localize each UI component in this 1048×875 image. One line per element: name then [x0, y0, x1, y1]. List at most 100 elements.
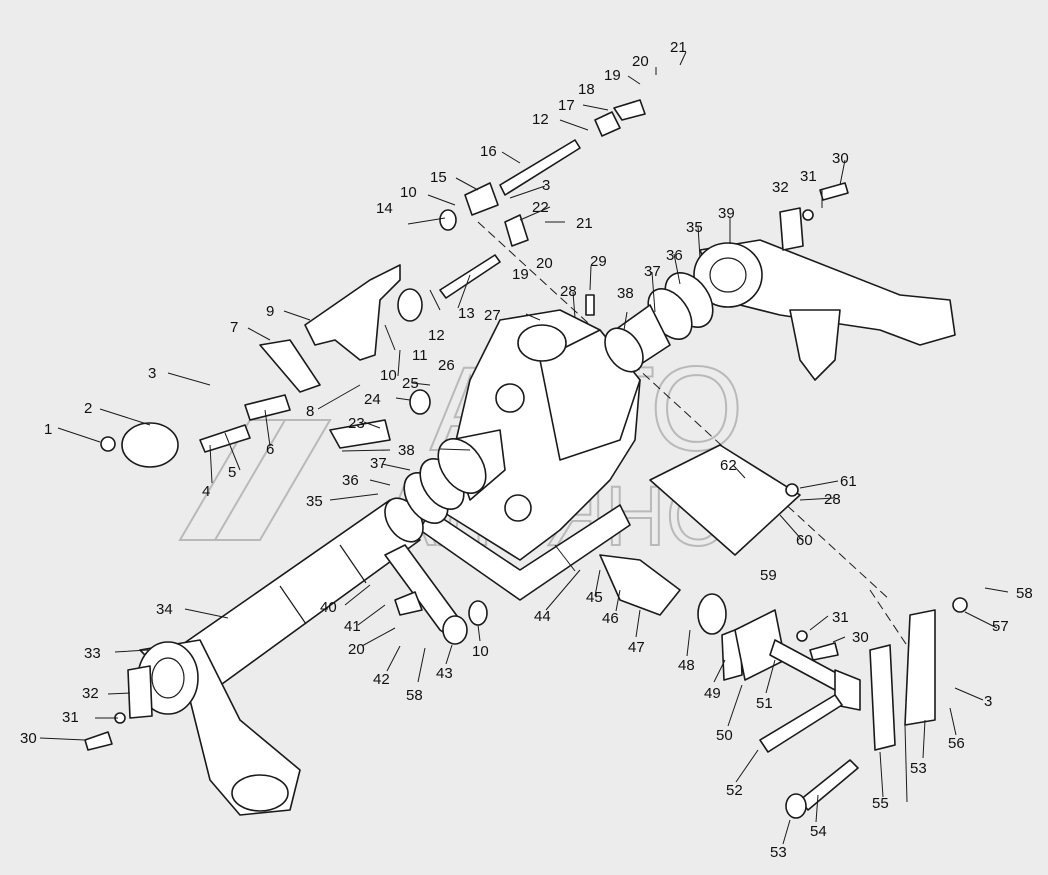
- pin-4: [199, 424, 251, 453]
- ring-38-left: [437, 438, 487, 494]
- label-32-left: 32: [82, 685, 99, 702]
- lever-43-hub: [442, 615, 468, 645]
- label-11: 11: [412, 347, 428, 364]
- ring-14: [439, 209, 457, 231]
- ring-38-right: [604, 327, 644, 373]
- label-23: 23: [348, 415, 365, 432]
- label-56: 56: [948, 735, 965, 752]
- label-21-mid: 21: [576, 215, 593, 232]
- label-44: 44: [534, 608, 551, 625]
- label-22: 22: [532, 199, 549, 216]
- label-20-top: 20: [632, 53, 649, 70]
- right-arm-hub: [693, 242, 763, 308]
- lower-linkage: [384, 544, 488, 645]
- shaft-13: [439, 254, 501, 299]
- label-35-right: 35: [686, 219, 703, 236]
- block: [834, 669, 861, 711]
- label-57: 57: [992, 618, 1009, 635]
- label-30-lower: 30: [852, 629, 869, 646]
- label-7: 7: [230, 319, 238, 336]
- label-42: 42: [373, 671, 390, 688]
- label-21-top: 21: [670, 39, 687, 56]
- label-62: 62: [720, 457, 737, 474]
- label-17: 17: [558, 97, 575, 114]
- label-33: 33: [84, 645, 101, 662]
- bushing-11: [397, 288, 423, 322]
- label-34: 34: [156, 601, 173, 618]
- label-9: 9: [266, 303, 274, 320]
- label-16: 16: [480, 143, 497, 160]
- pin-52: [759, 694, 843, 753]
- plate-32-right: [779, 207, 804, 251]
- right-arm-body: [699, 239, 956, 346]
- label-49: 49: [704, 685, 721, 702]
- housing-15: [464, 182, 499, 216]
- fitting-18: [613, 99, 646, 121]
- pin-54: [799, 759, 859, 811]
- lever-9: [304, 264, 401, 361]
- label-48: 48: [678, 657, 695, 674]
- label-43: 43: [436, 665, 453, 682]
- watermark-logo: [178, 419, 332, 541]
- label-12-mid: 12: [428, 327, 445, 344]
- label-60: 60: [796, 532, 813, 549]
- right-lift-arm: [693, 207, 956, 381]
- label-19-mid: 19: [512, 266, 529, 283]
- plug-28-right: [785, 483, 799, 497]
- label-14: 14: [376, 200, 393, 217]
- housing-port: [495, 383, 525, 413]
- label-41: 41: [344, 618, 361, 635]
- label-27: 27: [484, 307, 501, 324]
- label-20-bottom: 20: [348, 641, 365, 658]
- label-19-top: 19: [604, 67, 621, 84]
- washer-31-right: [802, 209, 814, 221]
- label-18: 18: [578, 81, 595, 98]
- nut-57: [952, 597, 968, 613]
- label-30-right: 30: [832, 150, 849, 167]
- label-51: 51: [756, 695, 773, 712]
- label-36-left: 36: [342, 472, 359, 489]
- fitting-24: [409, 389, 431, 415]
- spring-6: [244, 394, 291, 421]
- bolt-30-lower: [809, 642, 839, 661]
- upper-control-assembly: [397, 99, 646, 322]
- label-13: 13: [458, 305, 475, 322]
- label-45: 45: [586, 589, 603, 606]
- label-37-right: 37: [644, 263, 661, 280]
- label-10-mid: 10: [380, 367, 397, 384]
- label-8: 8: [306, 403, 314, 420]
- label-38-left: 38: [398, 442, 415, 459]
- label-55: 55: [872, 795, 889, 812]
- bracket-2: [121, 422, 179, 468]
- label-50: 50: [716, 727, 733, 744]
- part-labels: 1 2 3 3 3 4 5 6 7 8 9 10 10 10 11 12 12 …: [20, 39, 1033, 861]
- label-53-left: 53: [770, 844, 787, 861]
- label-28-top: 28: [560, 283, 577, 300]
- label-32-right: 32: [772, 179, 789, 196]
- nut-1: [100, 436, 116, 452]
- label-1: 1: [44, 421, 52, 438]
- link-7: [259, 339, 321, 393]
- plate-55-a: [869, 644, 896, 751]
- label-29: 29: [590, 253, 607, 270]
- label-35-left: 35: [306, 493, 323, 510]
- bolt-30-right: [819, 182, 849, 201]
- label-52: 52: [726, 782, 743, 799]
- leader-lines: [39, 51, 1009, 845]
- left-lever-group: [100, 264, 431, 468]
- label-59: 59: [760, 567, 777, 584]
- left-lift-arm: [127, 639, 301, 816]
- plate-32-left: [127, 665, 153, 719]
- label-25: 25: [402, 375, 419, 392]
- label-20-mid: 20: [536, 255, 553, 272]
- seal-rings-left: [403, 438, 487, 524]
- cover-plate: [649, 444, 801, 556]
- label-10-bottom: 10: [472, 643, 489, 660]
- label-24: 24: [364, 391, 381, 408]
- ring-53: [785, 793, 807, 819]
- label-31-left: 31: [62, 709, 79, 726]
- label-36-right: 36: [666, 247, 683, 264]
- label-38-right: 38: [617, 285, 634, 302]
- label-6: 6: [266, 441, 274, 458]
